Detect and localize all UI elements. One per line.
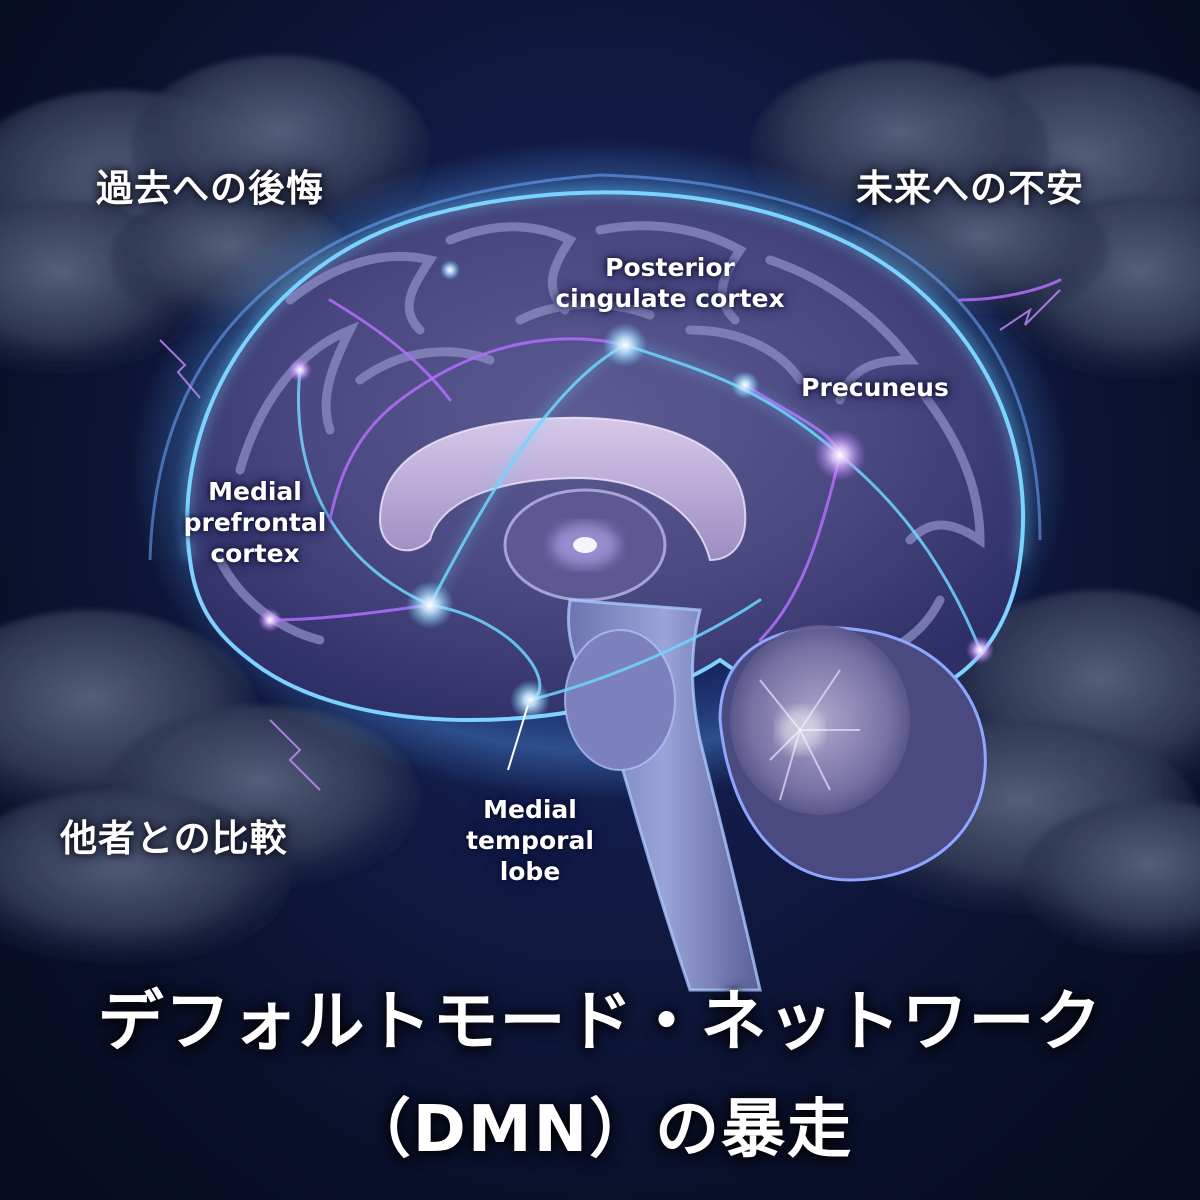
storm-clouds [0, 55, 1200, 970]
label-medial-temporal: Medial temporal lobe [466, 795, 594, 886]
node-minor [440, 260, 460, 280]
label-posterior-cingulate: Posterior cingulate cortex [555, 253, 785, 313]
worry-future-anxiety: 未来への不安 [856, 167, 1084, 210]
label-precuneus: Precuneus [801, 373, 949, 402]
electric-sparks [159, 289, 1061, 791]
title-line-2: （DMN）の暴走 [346, 1093, 854, 1167]
worry-past-regret: 過去への後悔 [96, 167, 324, 210]
node-minor [258, 608, 282, 632]
node-mpfc [406, 581, 454, 629]
cerebellum [718, 625, 987, 882]
network-nodes [258, 260, 994, 720]
gyri [215, 221, 985, 670]
node-minor [966, 636, 994, 664]
node-pcc [603, 323, 647, 367]
title-line-1: デフォルトモード・ネットワーク [97, 983, 1103, 1060]
node-mtl [510, 680, 550, 720]
corpus-callosum [378, 416, 747, 562]
worry-comparison: 他者との比較 [60, 817, 288, 860]
cloud-bottom-left [0, 610, 420, 970]
pons [564, 629, 676, 771]
node-minor [731, 371, 759, 399]
label-medial-prefrontal: Medial prefrontal cortex [183, 477, 327, 568]
node-minor [288, 358, 312, 382]
halo-arc [148, 173, 1042, 561]
node-precuneus [814, 429, 866, 481]
neural-pathways [268, 278, 1062, 702]
thalamus [503, 488, 667, 602]
mtl-leader-line [507, 704, 529, 771]
